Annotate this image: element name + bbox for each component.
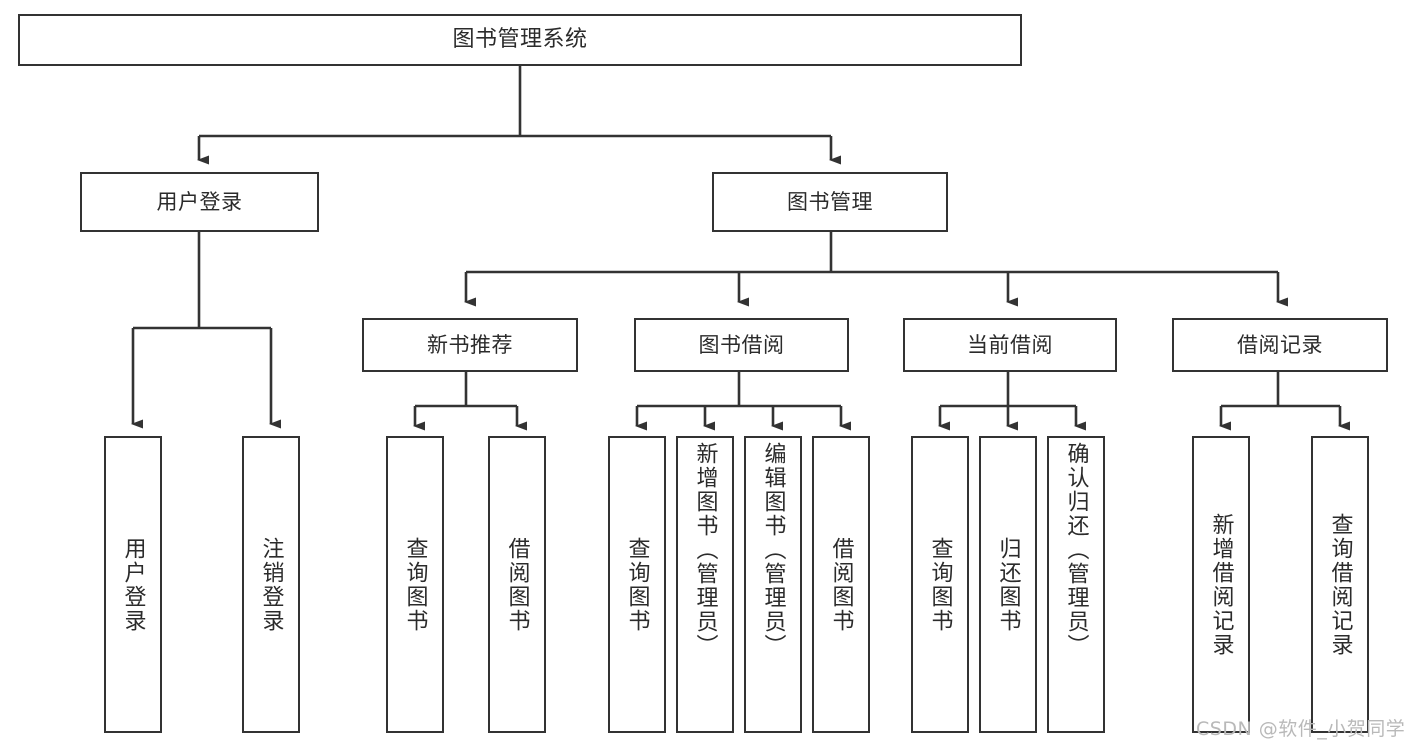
- leaf-query-borrow-record-label: 查询借阅记录: [1327, 512, 1353, 657]
- leaf-add-borrow-record[interactable]: 新增借阅记录: [1192, 436, 1250, 733]
- leaf-confirm-return-admin[interactable]: 确认归还（管理员）: [1047, 436, 1105, 733]
- node-borrow-record[interactable]: 借阅记录: [1172, 318, 1388, 372]
- leaf-query-book-3-label: 查询图书: [927, 536, 953, 633]
- node-root[interactable]: 图书管理系统: [18, 14, 1022, 66]
- leaf-edit-book-admin-label: 编辑图书（管理员）: [760, 442, 786, 658]
- leaf-return-book[interactable]: 归还图书: [979, 436, 1037, 733]
- node-book-borrow-label: 图书借阅: [698, 332, 785, 357]
- leaf-query-book-1[interactable]: 查询图书: [386, 436, 444, 733]
- leaf-confirm-return-admin-label: 确认归还（管理员）: [1063, 442, 1089, 658]
- leaf-query-book-2[interactable]: 查询图书: [608, 436, 666, 733]
- node-book-borrow[interactable]: 图书借阅: [634, 318, 849, 372]
- leaf-edit-book-admin[interactable]: 编辑图书（管理员）: [744, 436, 802, 733]
- leaf-query-book-1-label: 查询图书: [402, 536, 428, 633]
- node-book-management-label: 图书管理: [787, 189, 873, 214]
- node-new-book-recommend[interactable]: 新书推荐: [362, 318, 578, 372]
- leaf-logout-login[interactable]: 注销登录: [242, 436, 300, 733]
- leaf-logout-login-label: 注销登录: [258, 536, 284, 633]
- leaf-query-book-3[interactable]: 查询图书: [911, 436, 969, 733]
- leaf-query-borrow-record[interactable]: 查询借阅记录: [1311, 436, 1369, 733]
- leaf-user-login[interactable]: 用户登录: [104, 436, 162, 733]
- leaf-add-book-admin[interactable]: 新增图书（管理员）: [676, 436, 734, 733]
- leaf-borrow-book-2-label: 借阅图书: [828, 536, 854, 633]
- node-book-management[interactable]: 图书管理: [712, 172, 948, 232]
- leaf-add-book-admin-label: 新增图书（管理员）: [692, 442, 718, 658]
- leaf-borrow-book-2[interactable]: 借阅图书: [812, 436, 870, 733]
- node-user-login-label: 用户登录: [156, 189, 243, 214]
- leaf-borrow-book-1[interactable]: 借阅图书: [488, 436, 546, 733]
- node-borrow-record-label: 借阅记录: [1237, 332, 1323, 357]
- leaf-add-borrow-record-label: 新增借阅记录: [1208, 512, 1234, 657]
- node-new-book-recommend-label: 新书推荐: [427, 332, 513, 357]
- node-current-borrow-label: 当前借阅: [967, 332, 1053, 357]
- leaf-query-book-2-label: 查询图书: [624, 536, 650, 633]
- leaf-user-login-label: 用户登录: [120, 536, 146, 633]
- leaf-return-book-label: 归还图书: [995, 536, 1021, 633]
- node-user-login[interactable]: 用户登录: [80, 172, 319, 232]
- node-root-label: 图书管理系统: [452, 27, 588, 53]
- watermark: CSDN @软件_小贺同学: [1196, 718, 1405, 740]
- node-current-borrow[interactable]: 当前借阅: [903, 318, 1117, 372]
- leaf-borrow-book-1-label: 借阅图书: [504, 536, 530, 633]
